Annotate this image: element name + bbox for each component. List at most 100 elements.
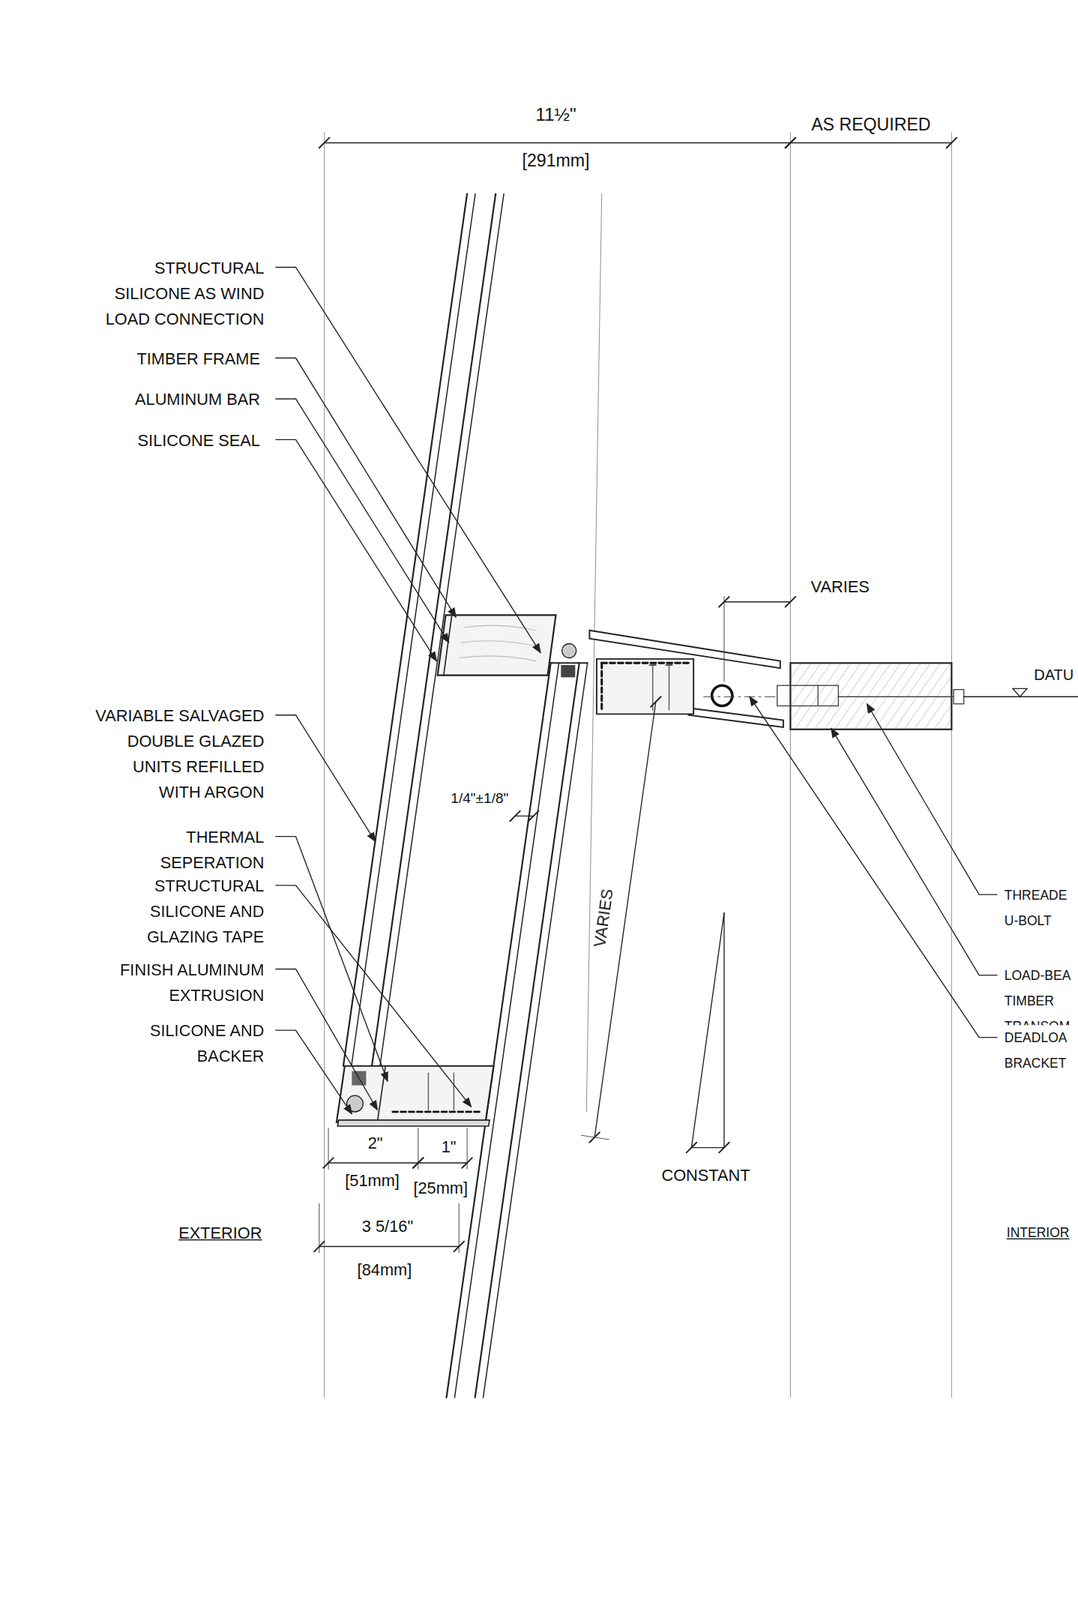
leader-line	[275, 398, 449, 643]
callout-label: [84mm]	[355, 1256, 414, 1282]
callout-label: [291mm]	[520, 147, 592, 174]
dimension-tick	[413, 1157, 424, 1168]
dimension-tick	[946, 137, 958, 149]
dimension-tick	[785, 137, 797, 149]
dimension-line	[724, 601, 791, 602]
dimension-text: VARIES	[586, 885, 621, 952]
bracket-plate	[688, 707, 784, 728]
callout-label: ALUMINUM BAR	[132, 386, 262, 413]
dimension-tick	[323, 1157, 334, 1168]
leader-line	[749, 696, 998, 1037]
silicone-bead	[562, 643, 577, 658]
callout-label: DEADLOA BRACKET	[1002, 1024, 1076, 1076]
dimension-line	[418, 1161, 468, 1163]
callout-label: VARIES	[808, 574, 872, 600]
callout-label: DATU	[1032, 662, 1076, 689]
finish-extrusion	[337, 1119, 490, 1126]
callout-label: 1"	[439, 1134, 459, 1160]
wood-grain	[461, 640, 539, 647]
bolt-line	[817, 685, 818, 706]
callout-label: [51mm]	[343, 1167, 402, 1194]
callout-label: EXTERIOR	[176, 1219, 265, 1246]
callout-label: AS REQUIRED	[808, 112, 933, 138]
leader-line	[275, 836, 388, 1082]
callout-label: 1/4"±1/8"	[449, 785, 511, 812]
callout-label: THERMAL SEPERATION	[139, 823, 267, 875]
leader-line	[275, 968, 378, 1110]
callout-label: 11½"	[533, 101, 578, 128]
screw	[428, 1072, 429, 1110]
lower-frame	[336, 1066, 495, 1123]
callout-label: VARIABLE SALVAGED DOUBLE GLAZED UNITS RE…	[86, 702, 267, 805]
glass-edge	[550, 661, 588, 664]
leader-line	[275, 885, 471, 1107]
datum-symbol	[1012, 688, 1028, 697]
dimension-tick	[718, 596, 730, 608]
glazing-tape	[392, 1110, 480, 1114]
callout-label: FINISH ALUMINUM EXTRUSION	[109, 956, 267, 1008]
dimension-tick	[785, 596, 797, 608]
dimension-line	[324, 142, 791, 144]
thermal-tape	[600, 662, 603, 712]
extension-line	[951, 132, 953, 1398]
dimension-tick	[319, 137, 330, 149]
callout-label: STRUCTURAL SILICONE AND GLAZING TAPE	[139, 873, 267, 950]
aluminum-bar	[443, 614, 453, 675]
timber-frame	[437, 614, 557, 675]
callout-label: TIMBER FRAME	[134, 345, 263, 372]
centerline	[703, 696, 778, 698]
dimension-tick	[528, 811, 539, 822]
callout-label: INTERIOR	[1004, 1219, 1072, 1246]
callout-label: [25mm]	[411, 1174, 471, 1201]
screw-head	[665, 664, 672, 666]
leader-line	[275, 1030, 352, 1114]
leader-line	[275, 266, 541, 653]
bolt-sleeve	[777, 685, 839, 706]
dimension-line	[515, 815, 534, 817]
dimension-line	[319, 1245, 459, 1247]
callout-label: SILICONE SEAL	[135, 427, 263, 453]
leader-line	[831, 727, 998, 975]
extension-line	[580, 1134, 609, 1139]
nut	[953, 689, 965, 704]
bracket-block	[596, 658, 694, 714]
thermal-tape	[601, 661, 692, 665]
screw	[453, 1072, 455, 1110]
dimension-tick	[718, 1142, 730, 1153]
datum-line	[964, 696, 1078, 698]
frame-division	[377, 1066, 386, 1123]
dimension-line	[790, 142, 952, 144]
leader-line	[275, 715, 375, 842]
screw-head	[649, 664, 656, 666]
extension-line	[790, 132, 791, 1398]
leader-line	[866, 703, 998, 895]
dimension-tick	[509, 811, 521, 822]
threaded-rod	[838, 696, 964, 698]
dimension-tick	[650, 696, 662, 707]
angle-line	[723, 913, 725, 1148]
callout-label: THREADE U-BOLT	[1002, 882, 1076, 934]
screw	[668, 664, 670, 710]
reference-line	[586, 193, 602, 1111]
callout-label: 2"	[365, 1129, 385, 1156]
callout-label: STRUCTURAL SILICONE AS WIND LOAD CONNECT…	[88, 254, 267, 332]
callout-label: SILICONE AND BACKER	[139, 1018, 267, 1070]
angle-line	[691, 913, 725, 1148]
wood-grain	[458, 655, 537, 662]
glass-pane-line	[475, 662, 580, 1398]
dimension-tick	[686, 1142, 698, 1153]
dimension-tick	[314, 1241, 325, 1252]
extension-line	[323, 132, 325, 1398]
bracket-plate	[589, 630, 780, 668]
leader-line	[275, 439, 437, 661]
screw	[652, 664, 653, 710]
dimension-line	[328, 1161, 419, 1163]
callout-label: CONSTANT	[659, 1162, 753, 1189]
glass-pane-line	[483, 662, 588, 1398]
u-bolt	[712, 685, 733, 706]
extension-line	[723, 596, 725, 682]
dimension-tick	[453, 1241, 465, 1252]
glass-pane-line	[454, 662, 559, 1398]
callout-label: 3 5/16"	[359, 1213, 416, 1240]
